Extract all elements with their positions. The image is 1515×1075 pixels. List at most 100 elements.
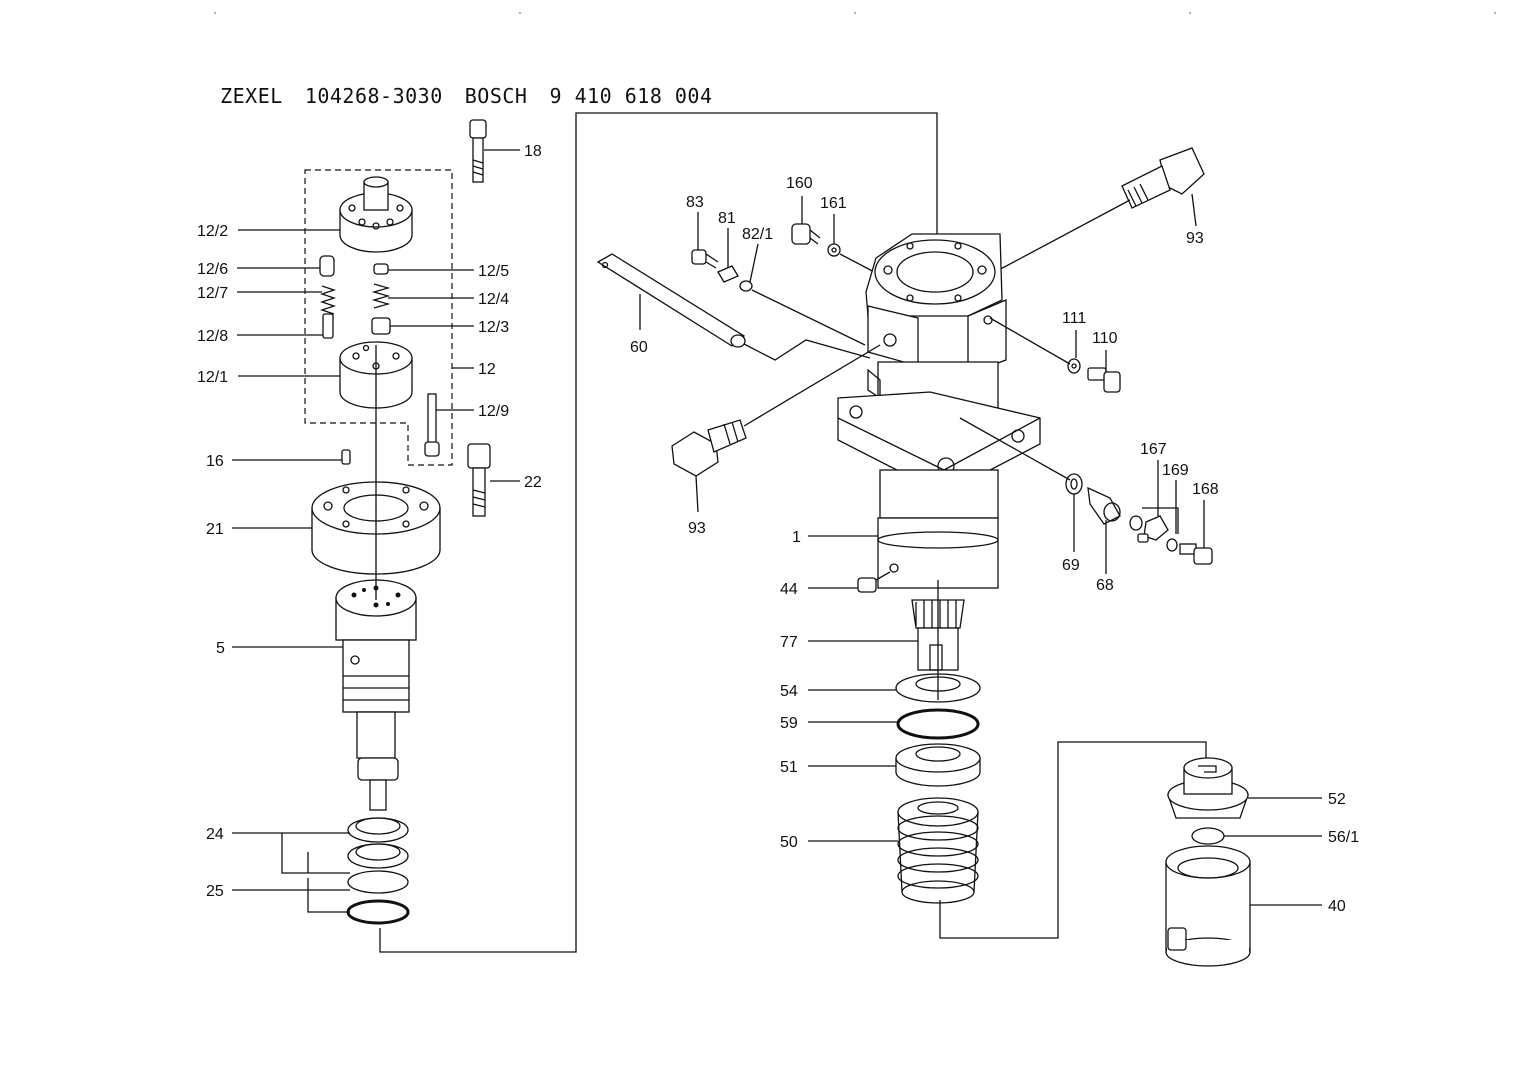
part-25-seal-lower bbox=[346, 899, 410, 925]
callout-83: 83 bbox=[686, 194, 704, 211]
part-160-plug bbox=[791, 223, 821, 245]
callout-56-1: 56/1 bbox=[1328, 829, 1359, 846]
part-93-banjo-bolt-upper bbox=[1121, 147, 1205, 209]
bosch-part-number: 9 410 618 004 bbox=[549, 84, 713, 108]
upper-bolt-axis bbox=[994, 199, 1131, 273]
part-12-6-cap bbox=[319, 255, 335, 277]
callout-24: 24 bbox=[206, 826, 224, 843]
part-25-seal-upper bbox=[347, 870, 409, 894]
callout-12-8: 12/8 bbox=[197, 328, 228, 345]
page-border-marks bbox=[214, 12, 1496, 14]
callout-12: 12 bbox=[478, 361, 496, 378]
callout-60: 60 bbox=[630, 339, 648, 356]
part-12-3-seat bbox=[371, 317, 391, 335]
callout-93-upper: 93 bbox=[1186, 230, 1204, 247]
part-12-2-valve-holder bbox=[339, 176, 413, 253]
small-parts-axis bbox=[751, 289, 866, 346]
part-40-tappet bbox=[1165, 845, 1251, 967]
part-5-plunger-barrel bbox=[335, 579, 417, 811]
part-16-pin bbox=[341, 449, 351, 465]
part-1-pump-housing bbox=[837, 233, 1041, 589]
part-167-seal-ring bbox=[1129, 515, 1143, 531]
brand-bosch: BOSCH bbox=[464, 84, 528, 108]
part-161-seal-ring bbox=[827, 243, 841, 257]
screw-110-axis bbox=[989, 317, 1071, 365]
fitting-68-axis bbox=[959, 417, 1071, 481]
tappet-connector-line bbox=[939, 741, 1207, 939]
callout-22: 22 bbox=[524, 474, 542, 491]
part-82-1-washer bbox=[739, 280, 753, 292]
callout-12-7: 12/7 bbox=[197, 285, 228, 302]
callout-168: 168 bbox=[1192, 481, 1219, 498]
assembly-connector-line bbox=[379, 112, 938, 953]
callout-69: 69 bbox=[1062, 557, 1080, 574]
callout-12-2: 12/2 bbox=[197, 223, 228, 240]
part-60-rod bbox=[596, 253, 746, 348]
callout-50: 50 bbox=[780, 834, 798, 851]
callout-93-lower: 93 bbox=[688, 520, 706, 537]
part-callouts: 18 12/2 12/6 12/5 12/7 12/4 12/8 12/3 12… bbox=[197, 143, 1359, 915]
callout-167: 167 bbox=[1140, 441, 1167, 458]
part-51-spring-seat bbox=[895, 743, 981, 787]
callout-1: 1 bbox=[792, 529, 801, 546]
drawing-header: ZEXEL 104268-3030 BOSCH 9 410 618 004 bbox=[195, 60, 735, 108]
callout-68: 68 bbox=[1096, 577, 1114, 594]
part-22-bolt bbox=[467, 443, 491, 517]
part-81-clip bbox=[717, 265, 739, 283]
callout-12-1: 12/1 bbox=[197, 369, 228, 386]
callout-81: 81 bbox=[718, 210, 736, 227]
part-12-4-spring bbox=[371, 283, 391, 309]
callout-54: 54 bbox=[780, 683, 798, 700]
part-68-fitting bbox=[1087, 486, 1121, 525]
part-24-ring-upper bbox=[347, 817, 409, 843]
callout-18: 18 bbox=[524, 143, 542, 160]
part-12-7-spring bbox=[319, 285, 337, 315]
lower-bolt-axis bbox=[743, 344, 881, 427]
part-168-bolt bbox=[1166, 538, 1213, 565]
callout-59: 59 bbox=[780, 715, 798, 732]
part-52-spring-seat bbox=[1167, 757, 1249, 819]
part-18-bolt bbox=[469, 119, 487, 183]
part-44-screw bbox=[857, 571, 891, 593]
part-110-screw bbox=[1087, 367, 1121, 393]
part-56-1-shim bbox=[1191, 827, 1225, 845]
part-169-nipple bbox=[1137, 515, 1169, 543]
callout-25: 25 bbox=[206, 883, 224, 900]
callout-12-9: 12/9 bbox=[478, 403, 509, 420]
part-93-banjo-bolt-lower bbox=[671, 419, 747, 477]
callout-12-3: 12/3 bbox=[478, 319, 509, 336]
left-leader-lines bbox=[232, 149, 520, 913]
group-12-dashed-outline bbox=[304, 169, 453, 466]
callout-12-4: 12/4 bbox=[478, 291, 509, 308]
part-50-plunger-spring bbox=[897, 797, 979, 904]
callout-21: 21 bbox=[206, 521, 224, 538]
part-59-ring bbox=[896, 708, 980, 740]
callout-161: 161 bbox=[820, 195, 847, 212]
callout-77: 77 bbox=[780, 634, 798, 651]
part-69-seal-ring bbox=[1065, 473, 1083, 495]
callout-12-6: 12/6 bbox=[197, 261, 228, 278]
callout-51: 51 bbox=[780, 759, 798, 776]
callout-40: 40 bbox=[1328, 898, 1346, 915]
brand-zexel: ZEXEL bbox=[220, 84, 283, 108]
part-24-ring-lower bbox=[347, 843, 409, 869]
callout-82-1: 82/1 bbox=[742, 226, 773, 243]
callout-169: 169 bbox=[1162, 462, 1189, 479]
part-111-washer bbox=[1067, 358, 1081, 374]
right-leader-lines bbox=[639, 193, 1322, 906]
callout-16: 16 bbox=[206, 453, 224, 470]
callout-160: 160 bbox=[786, 175, 813, 192]
part-12-5-ball bbox=[373, 263, 389, 275]
callout-12-5: 12/5 bbox=[478, 263, 509, 280]
callout-110: 110 bbox=[1092, 330, 1118, 347]
callout-44: 44 bbox=[780, 581, 798, 598]
part-12-9-bolt bbox=[424, 393, 440, 457]
callout-5: 5 bbox=[216, 640, 225, 657]
part-12-8-pin bbox=[322, 313, 334, 339]
callout-52: 52 bbox=[1328, 791, 1346, 808]
zexel-part-number: 104268-3030 bbox=[304, 84, 443, 108]
part-83-screw bbox=[691, 249, 719, 269]
callout-111: 111 bbox=[1062, 310, 1086, 327]
rod-axis-line bbox=[743, 339, 871, 361]
